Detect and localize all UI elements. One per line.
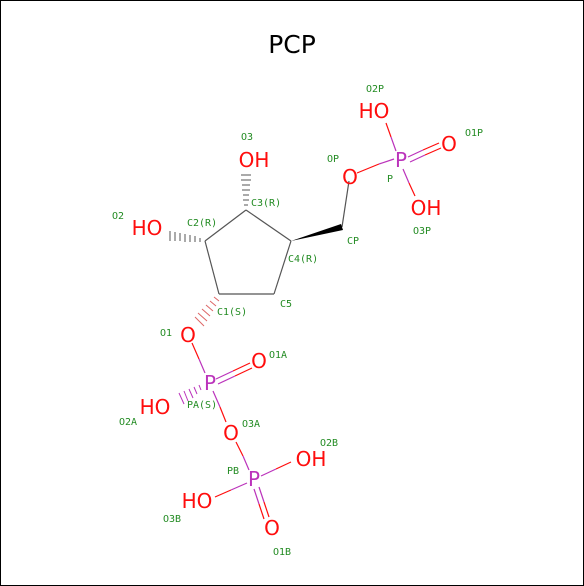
bond-c2-c1 (204, 240, 220, 295)
label-o3b: O3B (163, 514, 181, 525)
atom-ho-o2a: HO (140, 395, 171, 419)
label-o1b: O1B (273, 547, 291, 558)
label-c1: C1(S) (217, 307, 247, 318)
label-o3: O3 (241, 132, 253, 143)
atom-o-op: O (342, 165, 358, 189)
label-c3: C3(R) (251, 198, 281, 209)
atom-o-o3a: O (223, 421, 239, 445)
label-c5: C5 (280, 299, 292, 310)
atom-ho-o3b: HO (182, 489, 213, 513)
label-cp: CP (347, 236, 359, 247)
atom-o-o1b: O (264, 516, 280, 540)
atom-oh-o3p: OH (411, 196, 442, 220)
atom-oh-o2b: OH (296, 447, 327, 471)
label-o1: O1 (160, 328, 172, 339)
label-p: P (387, 174, 393, 185)
bond-pb-o1b-a (253, 488, 260, 505)
atom-pa: P (204, 371, 216, 395)
atom-ho-o2: HO (132, 216, 163, 240)
label-o1p: O1P (465, 128, 483, 139)
bond-pa-o3a (212, 390, 221, 408)
bond-pa-o1a-a (215, 370, 234, 380)
label-o3p: O3P (413, 226, 431, 237)
pa-phosphate-bonds (191, 342, 253, 423)
atom-o-o1p: O (441, 132, 457, 156)
label-pb: PB (227, 466, 239, 477)
hash-bond-c2-o2 (169, 231, 201, 242)
bond-c3-c2 (204, 209, 247, 242)
pb-phosphate-bonds (214, 441, 292, 520)
label-pa: PA(S) (187, 400, 217, 411)
atom-o-o1a: O (251, 349, 267, 373)
atom-pb: P (248, 467, 260, 491)
label-o2a: O2A (119, 417, 137, 428)
atom-ho-o2p: HO (359, 99, 390, 123)
bond-o1-pa (191, 342, 200, 360)
hash-bond-pa-o2a (178, 384, 202, 405)
atom-oh-o3: OH (239, 148, 270, 172)
upper-phosphate-bonds (356, 122, 442, 197)
wedge-bond-c4-cp (291, 224, 343, 241)
bond-p-o1p-a (407, 149, 424, 158)
bond-pb-o3b (214, 489, 232, 498)
atom-symbols: HO P O O OH OH HO O P O HO O P OH HO O (132, 99, 457, 540)
bond-cp-op (341, 180, 350, 228)
bond-pb-o2b (260, 468, 277, 477)
ring-bonds (204, 180, 350, 295)
label-c2: C2(R) (187, 218, 217, 229)
hash-bond-c3-o3 (241, 174, 251, 206)
label-o2p: O2P (366, 84, 384, 95)
bond-p-o3p (402, 168, 410, 184)
bond-pb-o1b-b (258, 486, 265, 503)
bond-p-o1p-b (409, 154, 426, 163)
bond-pa-o1a-b (217, 375, 236, 385)
atom-p-upper: P (395, 148, 407, 172)
bond-c3-c4 (245, 209, 292, 242)
label-op: OP (327, 154, 339, 165)
bond-p-o2p (385, 122, 392, 138)
label-c4: C4(R) (288, 254, 318, 265)
diagram-title: PCP (268, 30, 316, 59)
bond-c4-c5 (273, 240, 292, 295)
bond-o3a-pb (235, 441, 244, 457)
atom-o-o1: O (180, 323, 196, 347)
label-o1a: O1A (269, 350, 287, 361)
label-o2: O2 (112, 211, 124, 222)
label-o2b: O2B (320, 438, 338, 449)
atom-labels: O2P O1P OP P O3P O3 C3(R) O2 C2(R) CP C4… (112, 84, 483, 558)
label-o3a: O3A (242, 419, 260, 430)
bond-op-p (356, 163, 380, 174)
hash-bond-c1-o1 (194, 296, 220, 327)
